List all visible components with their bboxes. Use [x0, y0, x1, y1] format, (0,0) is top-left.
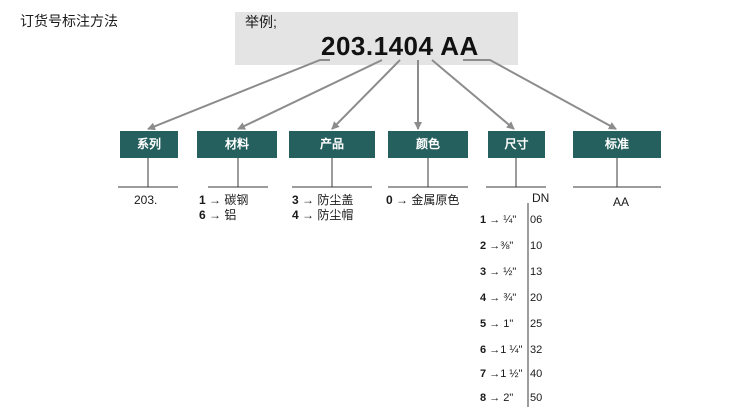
arrow-standard: [463, 59, 617, 130]
category-series-box: 系列: [120, 131, 178, 158]
size-row: 2 →⅜"10: [480, 240, 543, 252]
series-value: 203.: [134, 193, 158, 207]
dn-column-header: DN: [532, 191, 550, 205]
arrow-product: [331, 59, 401, 130]
size-row: 1 → ¼"06: [480, 214, 543, 226]
material-option: 1 → 碳钢: [199, 193, 249, 207]
category-standard-box: 标准: [573, 131, 661, 158]
size-row: 4 → ¾"20: [480, 292, 543, 304]
arrow-material: [237, 59, 383, 130]
size-row: 6 →1 ¼"32: [480, 344, 543, 356]
example-code: 203.1404 AA: [321, 31, 479, 61]
standard-value: AA: [613, 195, 630, 209]
size-row: 3 → ½"13: [480, 266, 543, 278]
color-option: 0 → 金属原色: [386, 193, 460, 207]
page-title: 订货号标注方法: [20, 13, 118, 29]
example-box: 举例; 203.1404 AA: [235, 12, 518, 65]
arrow-series: [147, 59, 330, 131]
size-row: 5 → 1"25: [480, 318, 543, 330]
material-option: 6 → 铝: [199, 208, 237, 222]
example-label: 举例;: [245, 14, 277, 30]
category-size-box: 尺寸: [488, 131, 545, 158]
size-row: 8 → 2"50: [480, 392, 543, 404]
size-row: 7 →1 ½"40: [480, 368, 543, 380]
category-material-box: 材料: [197, 131, 277, 158]
category-color-box: 颜色: [388, 131, 468, 158]
category-product-box: 产品: [289, 131, 375, 158]
product-option: 4 → 防尘帽: [292, 208, 354, 222]
arrow-size: [431, 59, 515, 130]
product-option: 3 → 防尘盖: [292, 193, 354, 207]
